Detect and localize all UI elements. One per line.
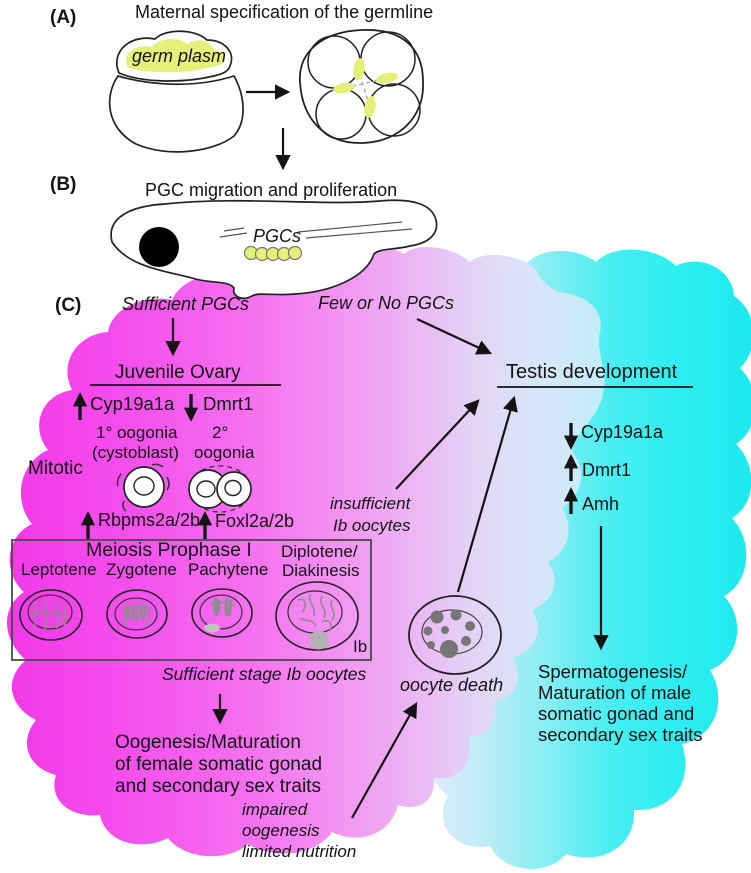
oogenesis-outcome-line3: and secondary sex traits bbox=[115, 776, 321, 797]
sufficient-ib-label: Sufficient stage Ib oocytes bbox=[162, 664, 367, 684]
stage-diplotene-label-line2: Diakinesis bbox=[282, 561, 360, 580]
oocyte-death-cell bbox=[408, 595, 502, 675]
flow-arrows bbox=[165, 84, 609, 819]
spermatogenesis-outcome-line1: Spermatogenesis/ bbox=[538, 661, 688, 682]
stage-diplotene-label-line1: Diplotene/ bbox=[281, 542, 358, 561]
germ-plasm-blob bbox=[126, 38, 225, 73]
spermatogenesis-outcome-line4: secondary sex traits bbox=[538, 724, 703, 745]
panel-b-label: (B) bbox=[50, 174, 77, 195]
testis-gene-dmrt1: Dmrt1 bbox=[582, 460, 631, 480]
gene-rbpms-label: Rbpms2a/2b bbox=[98, 510, 201, 530]
meiosis-cell-diplotene bbox=[275, 581, 359, 651]
sufficient-pgcs-label: Sufficient PGCs bbox=[122, 294, 250, 314]
eye bbox=[139, 227, 179, 267]
spermatogenesis-outcome-line3: somatic gonad and bbox=[538, 703, 695, 724]
cell-flecks bbox=[116, 463, 170, 512]
few-or-no-pgcs-label: Few or No PGCs bbox=[318, 293, 455, 313]
arrow-impaired-to-oocytedeath bbox=[351, 701, 418, 819]
impaired-label-line2: oogenesis bbox=[242, 821, 320, 840]
blastomere bbox=[307, 35, 361, 89]
blastomere bbox=[367, 83, 421, 137]
impaired-label-line3: limited nutrition bbox=[242, 842, 357, 861]
germ-plasm-label: germ plasm bbox=[132, 46, 227, 66]
secondary-oogonia-label-line2: oogonia bbox=[194, 443, 255, 462]
arrow-insufficient-to-testis bbox=[395, 399, 480, 490]
larva-embryo bbox=[110, 199, 438, 300]
blastomere bbox=[315, 88, 367, 140]
primary-oogonia-label-line1: 1° oogonia bbox=[96, 423, 178, 442]
panel-a-label: (A) bbox=[50, 7, 77, 28]
testis-development-title: Testis development bbox=[506, 361, 678, 383]
primary-oogonia-label-line2: (cystoblast) bbox=[92, 443, 179, 462]
impaired-label-line1: impaired bbox=[242, 800, 308, 819]
meiosis-cell-zygotene bbox=[106, 589, 168, 639]
apoptotic-bodies bbox=[423, 609, 475, 658]
germ-plasm-spots bbox=[333, 58, 398, 118]
mitotic-label: Mitotic bbox=[28, 458, 83, 479]
gene-foxl-label: Foxl2a/2b bbox=[215, 511, 295, 531]
spermatogenesis-outcome-line2: Maturation of male bbox=[538, 682, 692, 703]
oogenesis-outcome-line1: Oogenesis/Maturation bbox=[115, 732, 301, 753]
pgcs-label: PGCs bbox=[253, 226, 302, 246]
gene-regulation-arrows bbox=[72, 392, 579, 539]
meiosis-box bbox=[11, 539, 372, 661]
arrow-fewpgc-to-testis bbox=[416, 318, 493, 355]
stage-ib-label: Ib bbox=[353, 637, 368, 656]
stage-zygotene-label: Zygotene bbox=[106, 560, 177, 579]
insufficient-label-line2: Ib oocytes bbox=[333, 516, 411, 535]
panel-b-title: PGC migration and proliferation bbox=[145, 180, 398, 200]
arrow-oocytedeath-to-testis bbox=[456, 395, 518, 593]
ovary-gene-dmrt1: Dmrt1 bbox=[203, 393, 254, 414]
meiosis-cell-leptotene bbox=[19, 589, 83, 641]
pgc-cells bbox=[243, 245, 303, 262]
meiosis-title: Meiosis Prophase I bbox=[86, 539, 252, 561]
oogenesis-outcome-line2: of female somatic gonad bbox=[115, 754, 323, 775]
meiosis-cell-pachytene bbox=[191, 588, 253, 638]
testis-gene-cyp19a1a: Cyp19a1a bbox=[581, 422, 664, 442]
juvenile-ovary-title: Juvenile Ovary bbox=[115, 362, 241, 383]
primary-oogonium-cell bbox=[116, 463, 170, 512]
ovary-gene-cyp19a1a: Cyp19a1a bbox=[90, 393, 175, 414]
embryo-body-outline bbox=[108, 74, 244, 153]
four-cell-embryo bbox=[299, 29, 424, 144]
testis-gene-amh: Amh bbox=[582, 494, 620, 514]
insufficient-label-line1: insufficient bbox=[330, 494, 411, 513]
secondary-oogonia-cell bbox=[188, 465, 252, 513]
ovary-pathway-cloud bbox=[6, 243, 605, 857]
stage-leptotene-label: Leptotene bbox=[21, 560, 97, 579]
stage-pachytene-label: Pachytene bbox=[188, 560, 269, 579]
panel-c-label: (C) bbox=[55, 295, 82, 316]
somite-lines bbox=[219, 221, 413, 239]
panel-a-title: Maternal specification of the germline bbox=[135, 2, 434, 22]
one-cell-embryo bbox=[108, 30, 244, 153]
oocyte-death-label: oocyte death bbox=[400, 675, 504, 695]
secondary-oogonia-label-line1: 2° bbox=[212, 423, 229, 442]
